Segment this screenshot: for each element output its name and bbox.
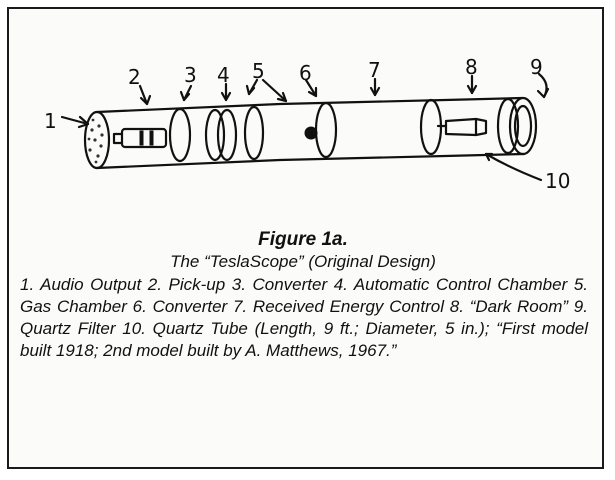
callout-4: 4 xyxy=(217,63,230,87)
callout-1: 1 xyxy=(44,109,57,133)
teslascope-diagram: 1 2 3 4 5 6 7 8 9 10 xyxy=(44,55,570,193)
dark-room-disk-b xyxy=(496,97,520,155)
figure-description: 1. Audio Output 2. Pick-up 3. Converter … xyxy=(20,275,588,360)
callout-8: 8 xyxy=(465,55,478,79)
figure-title: Figure 1a. xyxy=(258,229,348,250)
converter-disk-6 xyxy=(314,101,338,159)
control-chamber-disk-b xyxy=(216,108,238,162)
figure-caption: Figure 1a. The “TeslaScope” (Original De… xyxy=(14,228,592,362)
tube-bottom-edge xyxy=(95,152,526,170)
callout-6: 6 xyxy=(299,61,312,85)
callout-2: 2 xyxy=(128,65,141,89)
audio-output-speckle xyxy=(87,118,104,164)
figure-frame xyxy=(7,7,604,469)
figure-subtitle: The “TeslaScope” (Original Design) xyxy=(170,252,436,271)
callout-5: 5 xyxy=(252,59,265,83)
pick-up xyxy=(120,127,168,149)
control-chamber-disk-a xyxy=(204,108,226,162)
callout-10: 10 xyxy=(545,169,570,193)
audio-output-end xyxy=(83,110,111,170)
gas-chamber-disk xyxy=(243,105,265,161)
callout-3: 3 xyxy=(184,63,197,87)
converter-6-core xyxy=(304,126,318,140)
quartz-filter-end xyxy=(508,96,538,156)
callout-7: 7 xyxy=(368,58,381,82)
converter-disk-3 xyxy=(168,107,192,163)
callout-9: 9 xyxy=(530,55,543,79)
dark-room-bulb xyxy=(444,117,488,137)
tube-top-edge xyxy=(95,96,524,114)
